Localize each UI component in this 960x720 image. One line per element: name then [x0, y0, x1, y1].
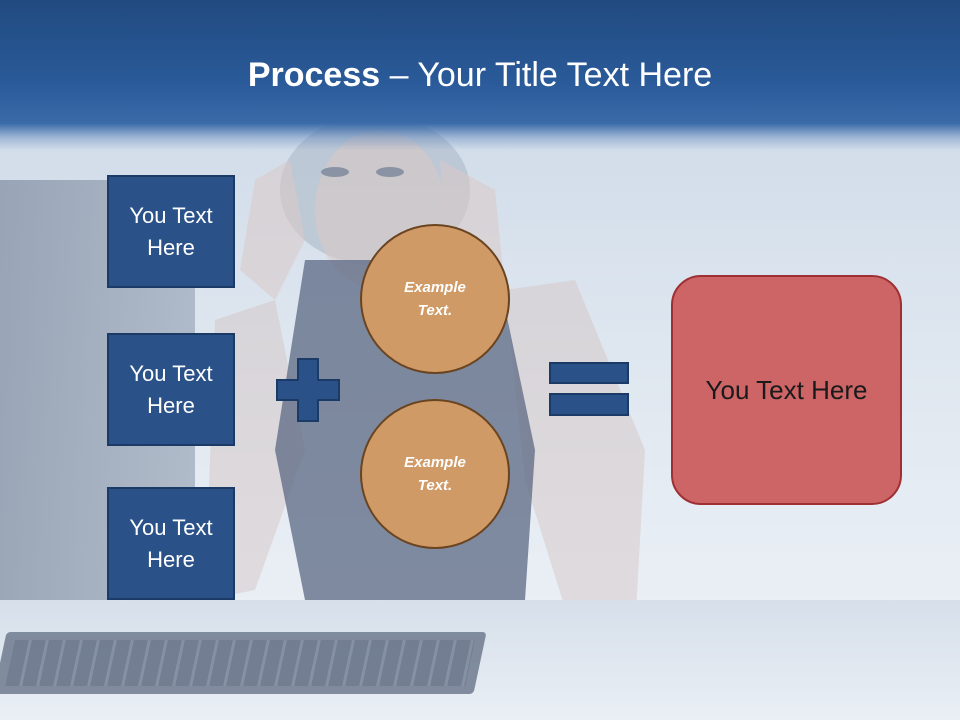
title-band: Process – Your Title Text Here: [0, 0, 960, 150]
example-circle-2[interactable]: Example Text.: [360, 399, 510, 549]
title-rest-part: – Your Title Text Here: [380, 56, 713, 94]
title-bold-part: Process: [247, 56, 381, 94]
plus-icon: [276, 358, 340, 422]
input-box-3[interactable]: You Text Here: [107, 487, 235, 600]
background-keyboard: [0, 632, 487, 694]
input-box-1[interactable]: You Text Here: [107, 175, 235, 288]
slide-title: Process – Your Title Text Here: [0, 54, 960, 96]
input-box-2[interactable]: You Text Here: [107, 333, 235, 446]
equals-icon: [549, 362, 629, 416]
example-circle-1[interactable]: Example Text.: [360, 224, 510, 374]
result-box[interactable]: You Text Here: [671, 275, 902, 505]
